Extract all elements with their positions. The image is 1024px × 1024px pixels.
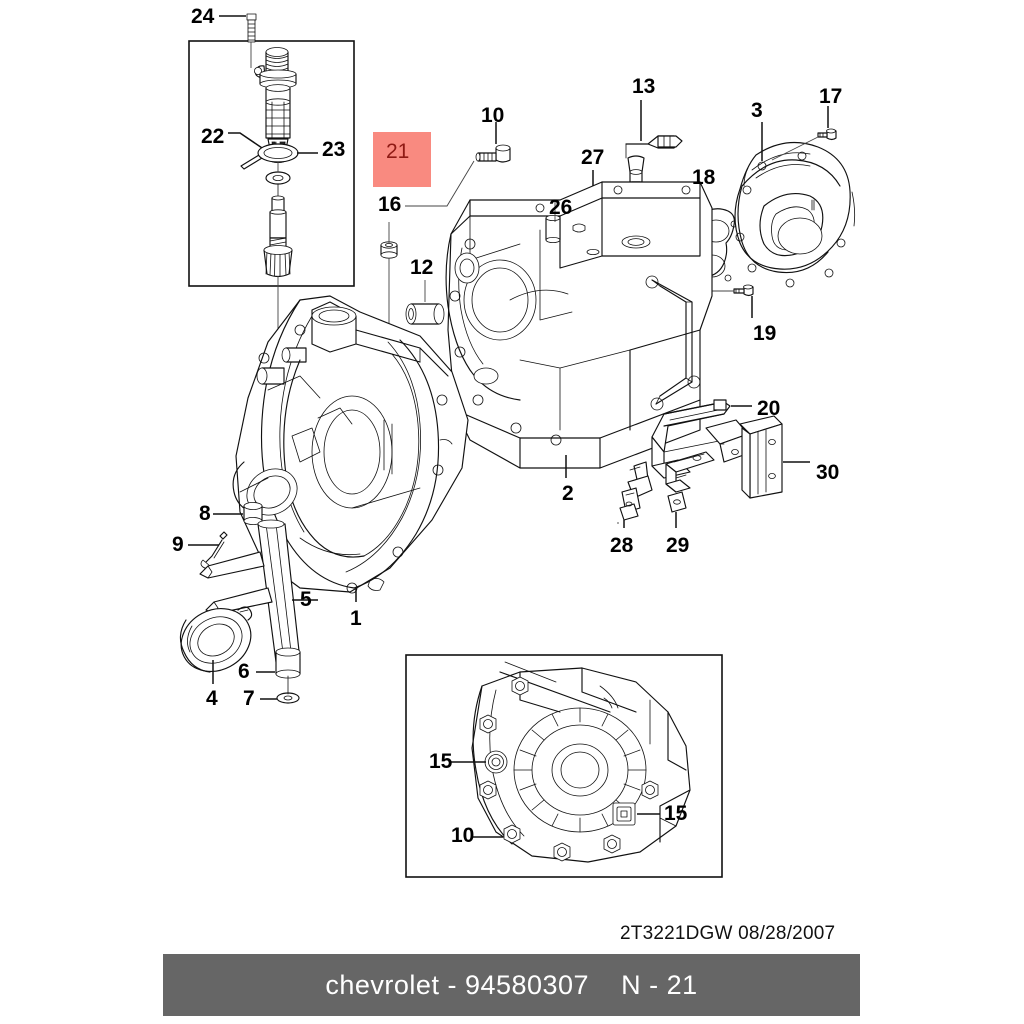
callout-15-right: 15 [664, 802, 688, 825]
part-7-washer [276, 675, 300, 704]
callout-26: 26 [549, 196, 573, 219]
part-12-dowel-sleeve [405, 303, 445, 325]
part-20-bracket [651, 399, 731, 479]
callout-6: 6 [238, 660, 250, 683]
callout-1: 1 [350, 607, 362, 630]
callout-27: 27 [581, 146, 605, 169]
part-4-release-bearing [179, 606, 253, 673]
part-21-sensor-body [265, 84, 291, 139]
callout-15-left: 15 [429, 750, 453, 773]
callout-20: 20 [757, 397, 781, 420]
callout-28: 28 [610, 534, 634, 557]
callout-17: 17 [819, 85, 843, 108]
transmission-cover-detail [471, 661, 691, 863]
callout-30: 30 [816, 461, 840, 484]
callout-24: 24 [191, 5, 215, 28]
callout-23: 23 [322, 138, 346, 161]
highlight-box-part-21 [373, 132, 431, 187]
callout-10-bottom: 10 [451, 824, 475, 847]
part-16-plug [380, 241, 398, 259]
part-19-bolt [733, 284, 754, 297]
part-3-rear-cover [734, 141, 856, 288]
footer-banner-text: chevrolet - 94580307 N - 21 [325, 969, 698, 1000]
inset-frame-cover [405, 654, 723, 878]
part-5-release-fork-shaft [199, 519, 301, 663]
part-6-bushing [275, 647, 301, 679]
inset-frame-speed-sensor [188, 40, 355, 287]
part-28-bracket [619, 461, 653, 521]
callout-12: 12 [410, 256, 434, 279]
callout-5: 5 [300, 588, 312, 611]
part-8-bushing-cap [243, 501, 263, 526]
part-29-bracket [665, 451, 715, 513]
callout-22: 22 [201, 125, 225, 148]
part-15-seal-left [484, 750, 508, 774]
part-21-driven-shaft [263, 183, 293, 278]
callout-7: 7 [243, 687, 255, 710]
part-13-switch [625, 135, 683, 196]
footer-banner: chevrolet - 94580307 N - 21 [163, 954, 860, 1016]
callout-19: 19 [753, 322, 777, 345]
callout-18: 18 [692, 166, 716, 189]
callout-9: 9 [172, 533, 184, 556]
speedometer-drive-assembly [219, 13, 318, 340]
callout-2: 2 [562, 482, 574, 505]
part-30-bracket [705, 415, 783, 499]
drawing-code-label: 2T3221DGW 08/28/2007 [620, 923, 836, 944]
part-21-sensor-head [253, 47, 297, 89]
callout-21: 21 [386, 140, 410, 163]
callout-3: 3 [751, 99, 763, 122]
callout-10-top: 10 [481, 104, 505, 127]
part-15-seal-right [612, 802, 636, 826]
part-22-retainer-clip [240, 154, 263, 170]
part-17-bolt [817, 128, 837, 141]
callout-13: 13 [632, 75, 656, 98]
part-2-transmission-case [445, 181, 713, 469]
part-21-washer [265, 171, 291, 185]
part-10-bolt-top [475, 144, 511, 163]
callout-4: 4 [206, 687, 218, 710]
part-23-o-ring [257, 143, 299, 163]
part-24-bolt [246, 13, 257, 43]
callout-16: 16 [378, 193, 402, 216]
callout-8: 8 [199, 502, 211, 525]
part-1-clutch-housing [232, 295, 469, 594]
callout-29: 29 [666, 534, 690, 557]
part-26-dowel-pin [545, 214, 561, 243]
